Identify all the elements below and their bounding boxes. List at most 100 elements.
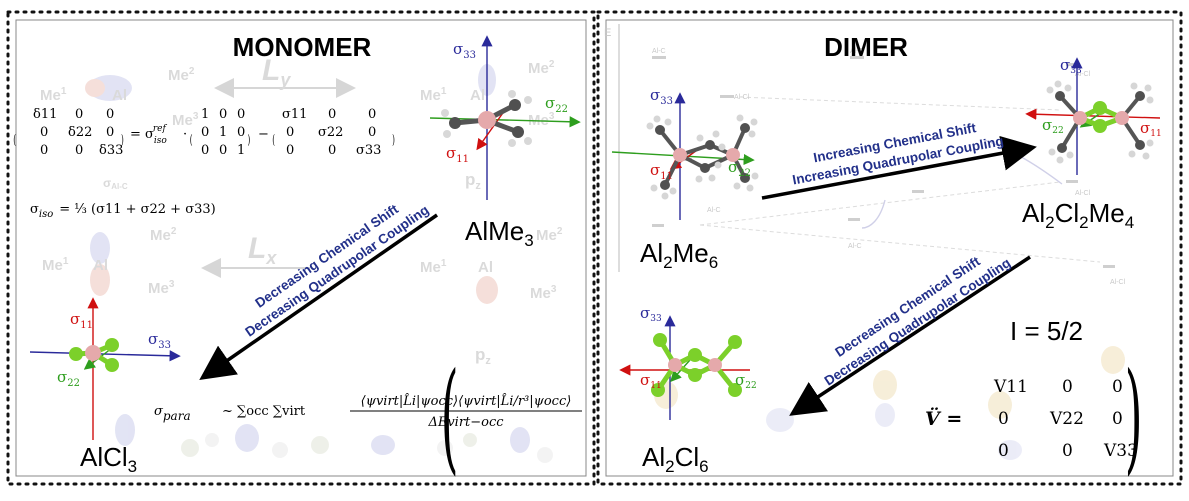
efg-lhs: V̈ =: [925, 408, 962, 430]
ghost-orbital-lobe: [371, 435, 395, 455]
chlorine-atom: [688, 368, 702, 382]
chlorine-atom: [1093, 101, 1107, 115]
ghost-pz-label: pz: [465, 170, 481, 192]
ghost-me1-label: Me1: [40, 86, 67, 104]
identity-cell: 1: [219, 125, 227, 140]
sigma33-label: σ33: [1060, 56, 1082, 76]
dimer-inner-border: [605, 19, 1174, 477]
tensor-lhs-cell: 0: [75, 143, 83, 158]
dimer-panel-border: [596, 10, 1183, 486]
ghost-orbital-lobe: [115, 414, 135, 446]
sigma-tensor-cell: 0: [286, 125, 294, 140]
hydrogen-atom: [508, 90, 516, 98]
chlorine-atom: [688, 348, 702, 362]
ghost-me2-label-2: Me2: [150, 226, 177, 244]
mo-level: [720, 95, 734, 98]
efg-cell: 0: [1062, 377, 1073, 397]
ghost-orbital-lobe: [235, 424, 259, 452]
sigma11-label: σ11: [70, 310, 93, 331]
al2me6-molecule: σ33 σ11 σ22: [611, 86, 759, 220]
bracket: ): [248, 133, 251, 148]
efg-cell: V22: [1049, 409, 1084, 429]
sigma22-label: σ22: [728, 158, 751, 179]
sigma22-label: σ22: [57, 368, 80, 389]
al2cl6-label: Al2Cl6: [642, 442, 709, 476]
identity-cell: 1: [237, 143, 245, 158]
sigma22-label: σ22: [545, 94, 568, 115]
sigma22-label: σ22: [735, 371, 757, 391]
tensor-lhs-cell: δ33: [99, 143, 123, 158]
monomer-ghost-layer: Me1 Al Me2 Me3 Me1 Al Me2 Me3 Me1 Al Me2…: [40, 54, 563, 463]
sigma-tensor-cell: 0: [328, 107, 336, 122]
efg-cell: 0: [1112, 377, 1123, 397]
identity-cell: 0: [237, 107, 245, 122]
ghost-me2-label: Me2: [168, 66, 195, 84]
ghost-ly-label: Ly: [262, 54, 291, 90]
mo-level: [1066, 180, 1078, 183]
mo-label: Al-C: [848, 243, 862, 250]
hydrogens: [646, 114, 759, 200]
mo-label: Al-C: [652, 48, 666, 55]
sigma33-label: σ33: [640, 304, 662, 324]
bracket: (: [272, 133, 275, 148]
chlorine-atom: [653, 333, 667, 347]
ghost-me2-label-4: Me2: [536, 226, 563, 244]
mo-level: [652, 56, 666, 59]
aluminum-atom: [1073, 111, 1087, 125]
tensor-lhs-cell: δ11: [33, 107, 57, 122]
dimer-increasing-label: Increasing Chemical Shift Increasing Qua…: [791, 120, 1005, 187]
monomer-panel-border: [6, 10, 596, 486]
carbon-atom: [1055, 91, 1065, 101]
para-sums: ~ ∑occ ∑virt: [222, 404, 306, 419]
para-denominator: ΔEvirt−occ: [427, 415, 504, 430]
tensor-lhs-cell: 0: [106, 107, 114, 122]
mo-level: [848, 218, 860, 221]
hydrogens: [1046, 80, 1154, 164]
spin-label: I = 5/2: [1010, 316, 1083, 346]
al2cl2me4-label: Al2Cl2Me4: [1022, 198, 1134, 232]
sigma-tensor-cell: 0: [368, 125, 376, 140]
energy-axis-label: E: [604, 27, 611, 39]
aluminum-atom: [85, 345, 101, 361]
hydrogen-atom: [524, 96, 532, 104]
ghost-al-label: Al: [112, 87, 127, 104]
hydrogen-atom: [524, 137, 532, 145]
chlorine-atom: [1093, 119, 1107, 133]
efg-cell: V33: [1103, 441, 1138, 461]
sigma11-label: σ11: [650, 161, 673, 182]
ghost-sigma-alc-label: σAl-C: [103, 176, 128, 191]
tensor-lhs-cell: 0: [106, 125, 114, 140]
efg-cell: 0: [998, 441, 1009, 461]
mo-correlation: [739, 96, 1061, 111]
aluminum-atom: [673, 148, 687, 162]
ghost-me3-label-4: Me3: [530, 284, 557, 302]
mo-label: Al-Cl: [1110, 279, 1126, 286]
tensor-lhs-cell: δ22: [68, 125, 92, 140]
ghost-orbital-lobe: [476, 276, 498, 304]
tensor-lhs-cell: 0: [40, 143, 48, 158]
mo-correlation: [699, 181, 1061, 226]
identity-cell: 0: [201, 125, 209, 140]
efg-cell: 0: [1062, 441, 1073, 461]
dimer-title: DIMER: [824, 32, 908, 62]
iso-equation: σiso= ⅓ (σ11 + σ22 + σ33): [30, 202, 216, 220]
aluminum-atom: [668, 358, 682, 372]
carbon-atom: [740, 123, 750, 133]
carbon-atom: [1057, 143, 1067, 153]
chlorine-atom: [651, 383, 665, 397]
ghost-al-label-4: Al: [478, 259, 493, 276]
monomer-trend-arrow: [199, 213, 438, 380]
efg-equation: V̈ = ( V11 0 0 0 V22 0 0 0 V33 ): [441, 348, 1143, 487]
bracket: (: [13, 133, 16, 148]
bracket: ): [1125, 348, 1143, 487]
tensor-lhs-cell: 0: [75, 107, 83, 122]
aluminum-atom: [708, 358, 722, 372]
mo-label: Al-Cl: [1075, 71, 1091, 78]
aluminum-atom: [726, 148, 740, 162]
sigma-tensor-cell: 0: [328, 143, 336, 158]
bracket: (: [190, 133, 193, 148]
ghost-me1-label-2: Me1: [42, 256, 69, 274]
sigma11-label: σ11: [446, 144, 469, 165]
mo-level: [652, 224, 664, 227]
